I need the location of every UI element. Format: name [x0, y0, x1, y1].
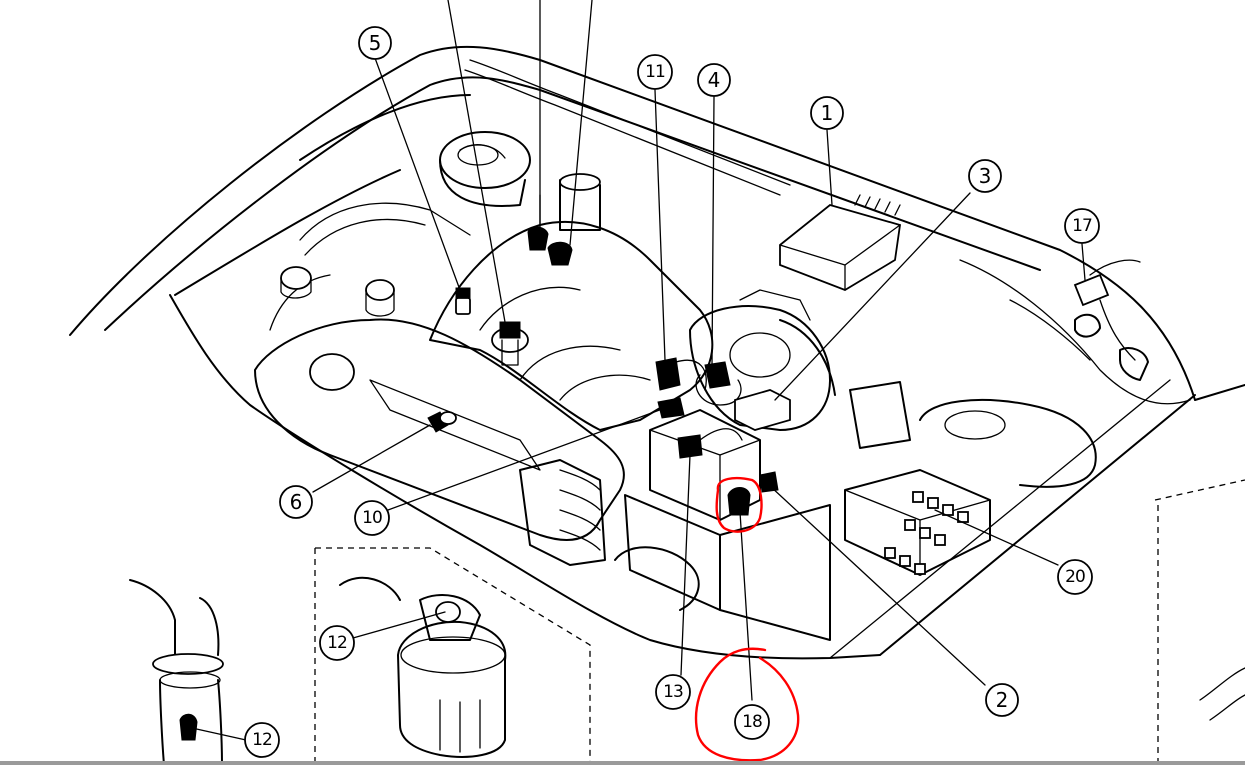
sensor-5 [455, 287, 471, 315]
callout-2: 2 [985, 683, 1019, 717]
sensor-6 [427, 411, 457, 433]
bottom-edge [0, 761, 1245, 765]
sensor-4 [695, 361, 742, 406]
callout-18-label: 18 [742, 712, 762, 732]
callout-12-left-label: 12 [252, 730, 272, 750]
callout-11-label: 11 [645, 62, 665, 82]
sensor-13 [677, 428, 743, 459]
callout-20-label: 20 [1065, 567, 1085, 587]
sensor-17 [1073, 259, 1149, 381]
callout-10: 10 [354, 500, 390, 536]
callout-1-label: 1 [821, 101, 834, 125]
callout-6-label: 6 [290, 490, 303, 514]
red-highlight-loop-callout [694, 647, 800, 762]
ecu-module [779, 194, 902, 291]
red-annotation [694, 476, 800, 762]
callout-2-label: 2 [996, 688, 1009, 712]
sensor-11 [655, 357, 707, 391]
callout-11: 11 [637, 54, 673, 90]
inset-fuel-filter [314, 547, 591, 765]
hood-outline [69, 45, 1196, 401]
callout-17: 17 [1064, 208, 1100, 244]
callout-20: 20 [1057, 559, 1093, 595]
sensor-2 [759, 471, 779, 493]
fender-outline [169, 294, 1245, 660]
callout-12-inset-label: 12 [327, 633, 347, 653]
sensor-top-a [527, 226, 549, 251]
strut-tower-left [439, 131, 531, 207]
callout-4: 4 [697, 63, 731, 97]
red-highlight-loop-sensor [715, 476, 763, 533]
callout-1: 1 [810, 96, 844, 130]
callout-4-label: 4 [708, 68, 721, 92]
callout-12-left: 12 [244, 722, 280, 758]
callout-6: 6 [279, 485, 313, 519]
valve-cover [254, 266, 625, 541]
sensor-18 [727, 487, 751, 516]
sensor-7 [491, 321, 529, 366]
callout-12-inset: 12 [319, 625, 355, 661]
inset-right-edge [1154, 479, 1245, 765]
callout-13: 13 [655, 674, 691, 710]
callout-3: 3 [968, 159, 1002, 193]
sensor-3-block [734, 389, 791, 431]
callout-5-label: 5 [369, 31, 382, 55]
sensor-top-b [547, 241, 573, 266]
fuse-block [844, 381, 991, 576]
leader-lines [191, 0, 1086, 741]
air-cleaner-box [614, 409, 831, 641]
sensor-10 [657, 397, 685, 419]
coil-pack [519, 459, 606, 566]
callout-3-label: 3 [979, 164, 992, 188]
callout-13-label: 13 [663, 682, 683, 702]
sensors [427, 226, 1149, 516]
intake-manifold [299, 173, 714, 431]
callouts: 5 11 4 1 3 17 6 10 [244, 26, 1100, 758]
callout-17-label: 17 [1072, 216, 1092, 236]
callout-5: 5 [358, 26, 392, 60]
strut-tower-right [919, 259, 1191, 488]
throttle-body [689, 289, 836, 431]
callout-10-label: 10 [362, 508, 382, 528]
inset-hose-sensor [129, 579, 224, 765]
callout-18: 18 [734, 704, 770, 740]
